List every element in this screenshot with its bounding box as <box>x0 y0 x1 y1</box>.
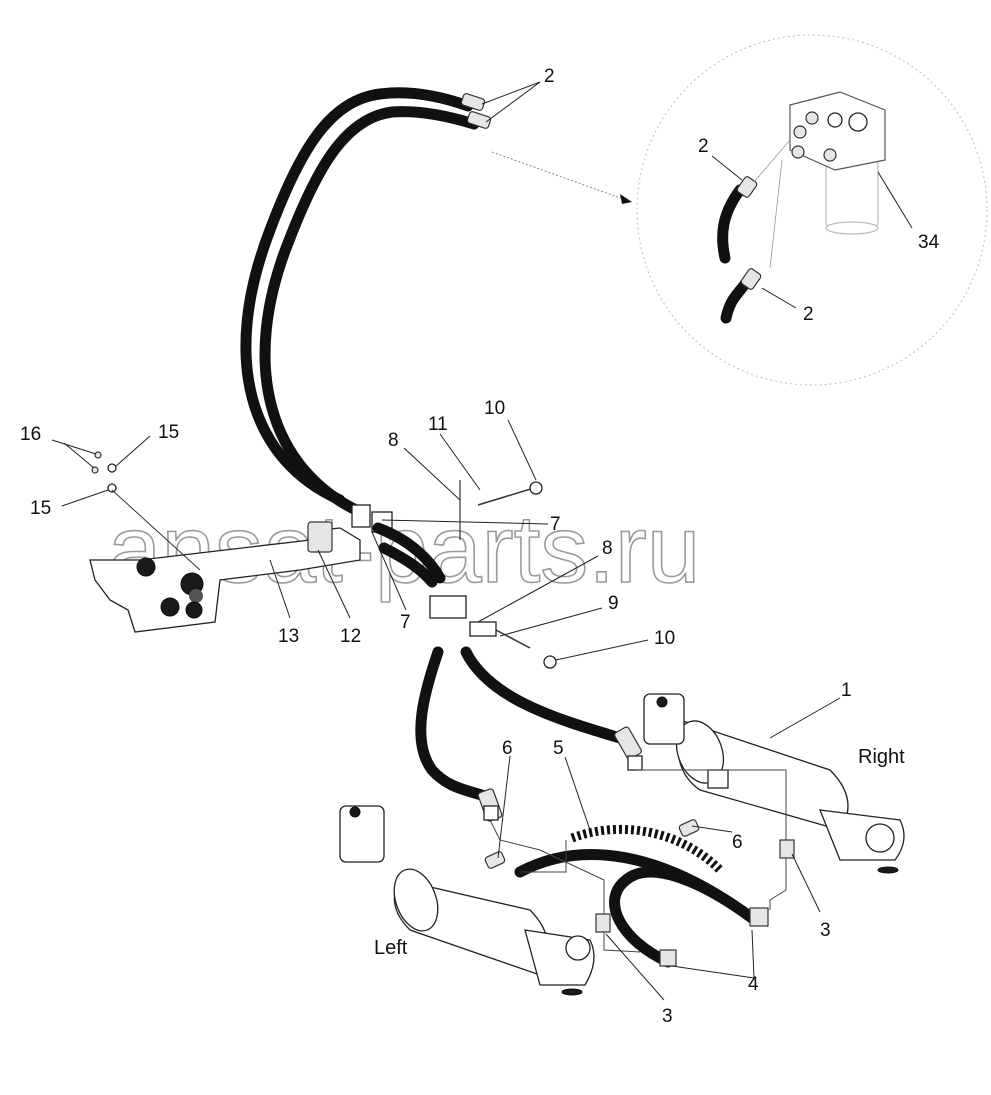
nut-10-a <box>529 481 543 495</box>
hose-left-cyl <box>415 646 496 804</box>
inset-circle <box>636 34 988 386</box>
callout-2-inset-b: 2 <box>803 304 814 325</box>
callout-2-top: 2 <box>544 66 555 87</box>
callout-8-a: 8 <box>388 430 399 451</box>
callout-10-b: 10 <box>654 628 675 649</box>
inset-detail <box>636 34 988 386</box>
nut-10-b <box>543 655 557 669</box>
valve-34 <box>789 91 886 235</box>
cylinder-left-clevis <box>339 805 385 863</box>
callout-3-b: 3 <box>662 1006 673 1027</box>
hose-4-b <box>609 866 758 968</box>
clamp-block-lower <box>429 595 557 669</box>
callout-7-a: 7 <box>550 514 561 535</box>
hose-clamp-a <box>372 522 446 584</box>
inset-fitting-lower <box>740 268 762 290</box>
callout-6-b: 6 <box>732 832 743 853</box>
callout-9: 9 <box>608 593 619 614</box>
callout-10-a: 10 <box>484 398 505 419</box>
callout-16: 16 <box>20 424 41 445</box>
connector-6-right <box>678 819 700 837</box>
bracket-13 <box>89 521 361 633</box>
inset-fitting-upper <box>736 176 758 198</box>
hose-clamp-b <box>378 542 438 588</box>
bolts-15-16 <box>91 451 201 571</box>
side-label-right: Right <box>858 746 905 768</box>
inset-pointer <box>491 151 627 201</box>
callout-1: 1 <box>841 680 852 701</box>
cylinder-right-clevis <box>643 693 685 745</box>
inset-hose-lower <box>720 278 751 324</box>
hose-2-end-fittings <box>460 93 492 129</box>
pipe-lines <box>489 769 787 953</box>
elbow-right <box>627 755 643 771</box>
cylinder-left <box>339 805 595 996</box>
callout-2-inset-a: 2 <box>698 136 709 157</box>
callout-12: 12 <box>340 626 361 647</box>
callout-3-a: 3 <box>820 920 831 941</box>
elbow-left <box>483 805 499 821</box>
cylinder-right <box>643 693 905 874</box>
hose-4-end-right <box>749 907 769 927</box>
callout-8-b: 8 <box>602 538 613 559</box>
callout-15-b: 15 <box>30 498 51 519</box>
hose-4-end-left <box>659 949 677 967</box>
callout-11: 11 <box>428 414 448 435</box>
inset-pointer-arrow <box>620 194 632 204</box>
connector-6-left <box>484 851 506 869</box>
bolt-9 <box>495 629 531 649</box>
coil-hose-5 <box>570 824 724 874</box>
hose-right-cyl <box>460 646 626 744</box>
tee-3-left <box>595 913 611 933</box>
side-label-left: Left <box>374 937 408 959</box>
callout-4: 4 <box>748 974 759 995</box>
callout-13: 13 <box>278 626 299 647</box>
callout-15-a: 15 <box>158 422 179 443</box>
leader-lines <box>51 81 841 1001</box>
callouts: 2 2 2 34 16 15 15 8 11 10 7 8 9 10 13 12… <box>20 66 940 1027</box>
bolt-11 <box>477 487 535 506</box>
hose-2-inner <box>259 106 480 518</box>
callout-6-a: 6 <box>502 738 513 759</box>
hose-4-a <box>514 849 758 924</box>
callout-7-b: 7 <box>400 612 411 633</box>
tee-3-right <box>779 839 795 859</box>
clamp-12 <box>307 521 333 553</box>
inset-hose-upper <box>717 184 746 264</box>
callout-5: 5 <box>553 738 564 759</box>
callout-34: 34 <box>918 232 940 253</box>
hose-2-outer <box>240 87 474 506</box>
